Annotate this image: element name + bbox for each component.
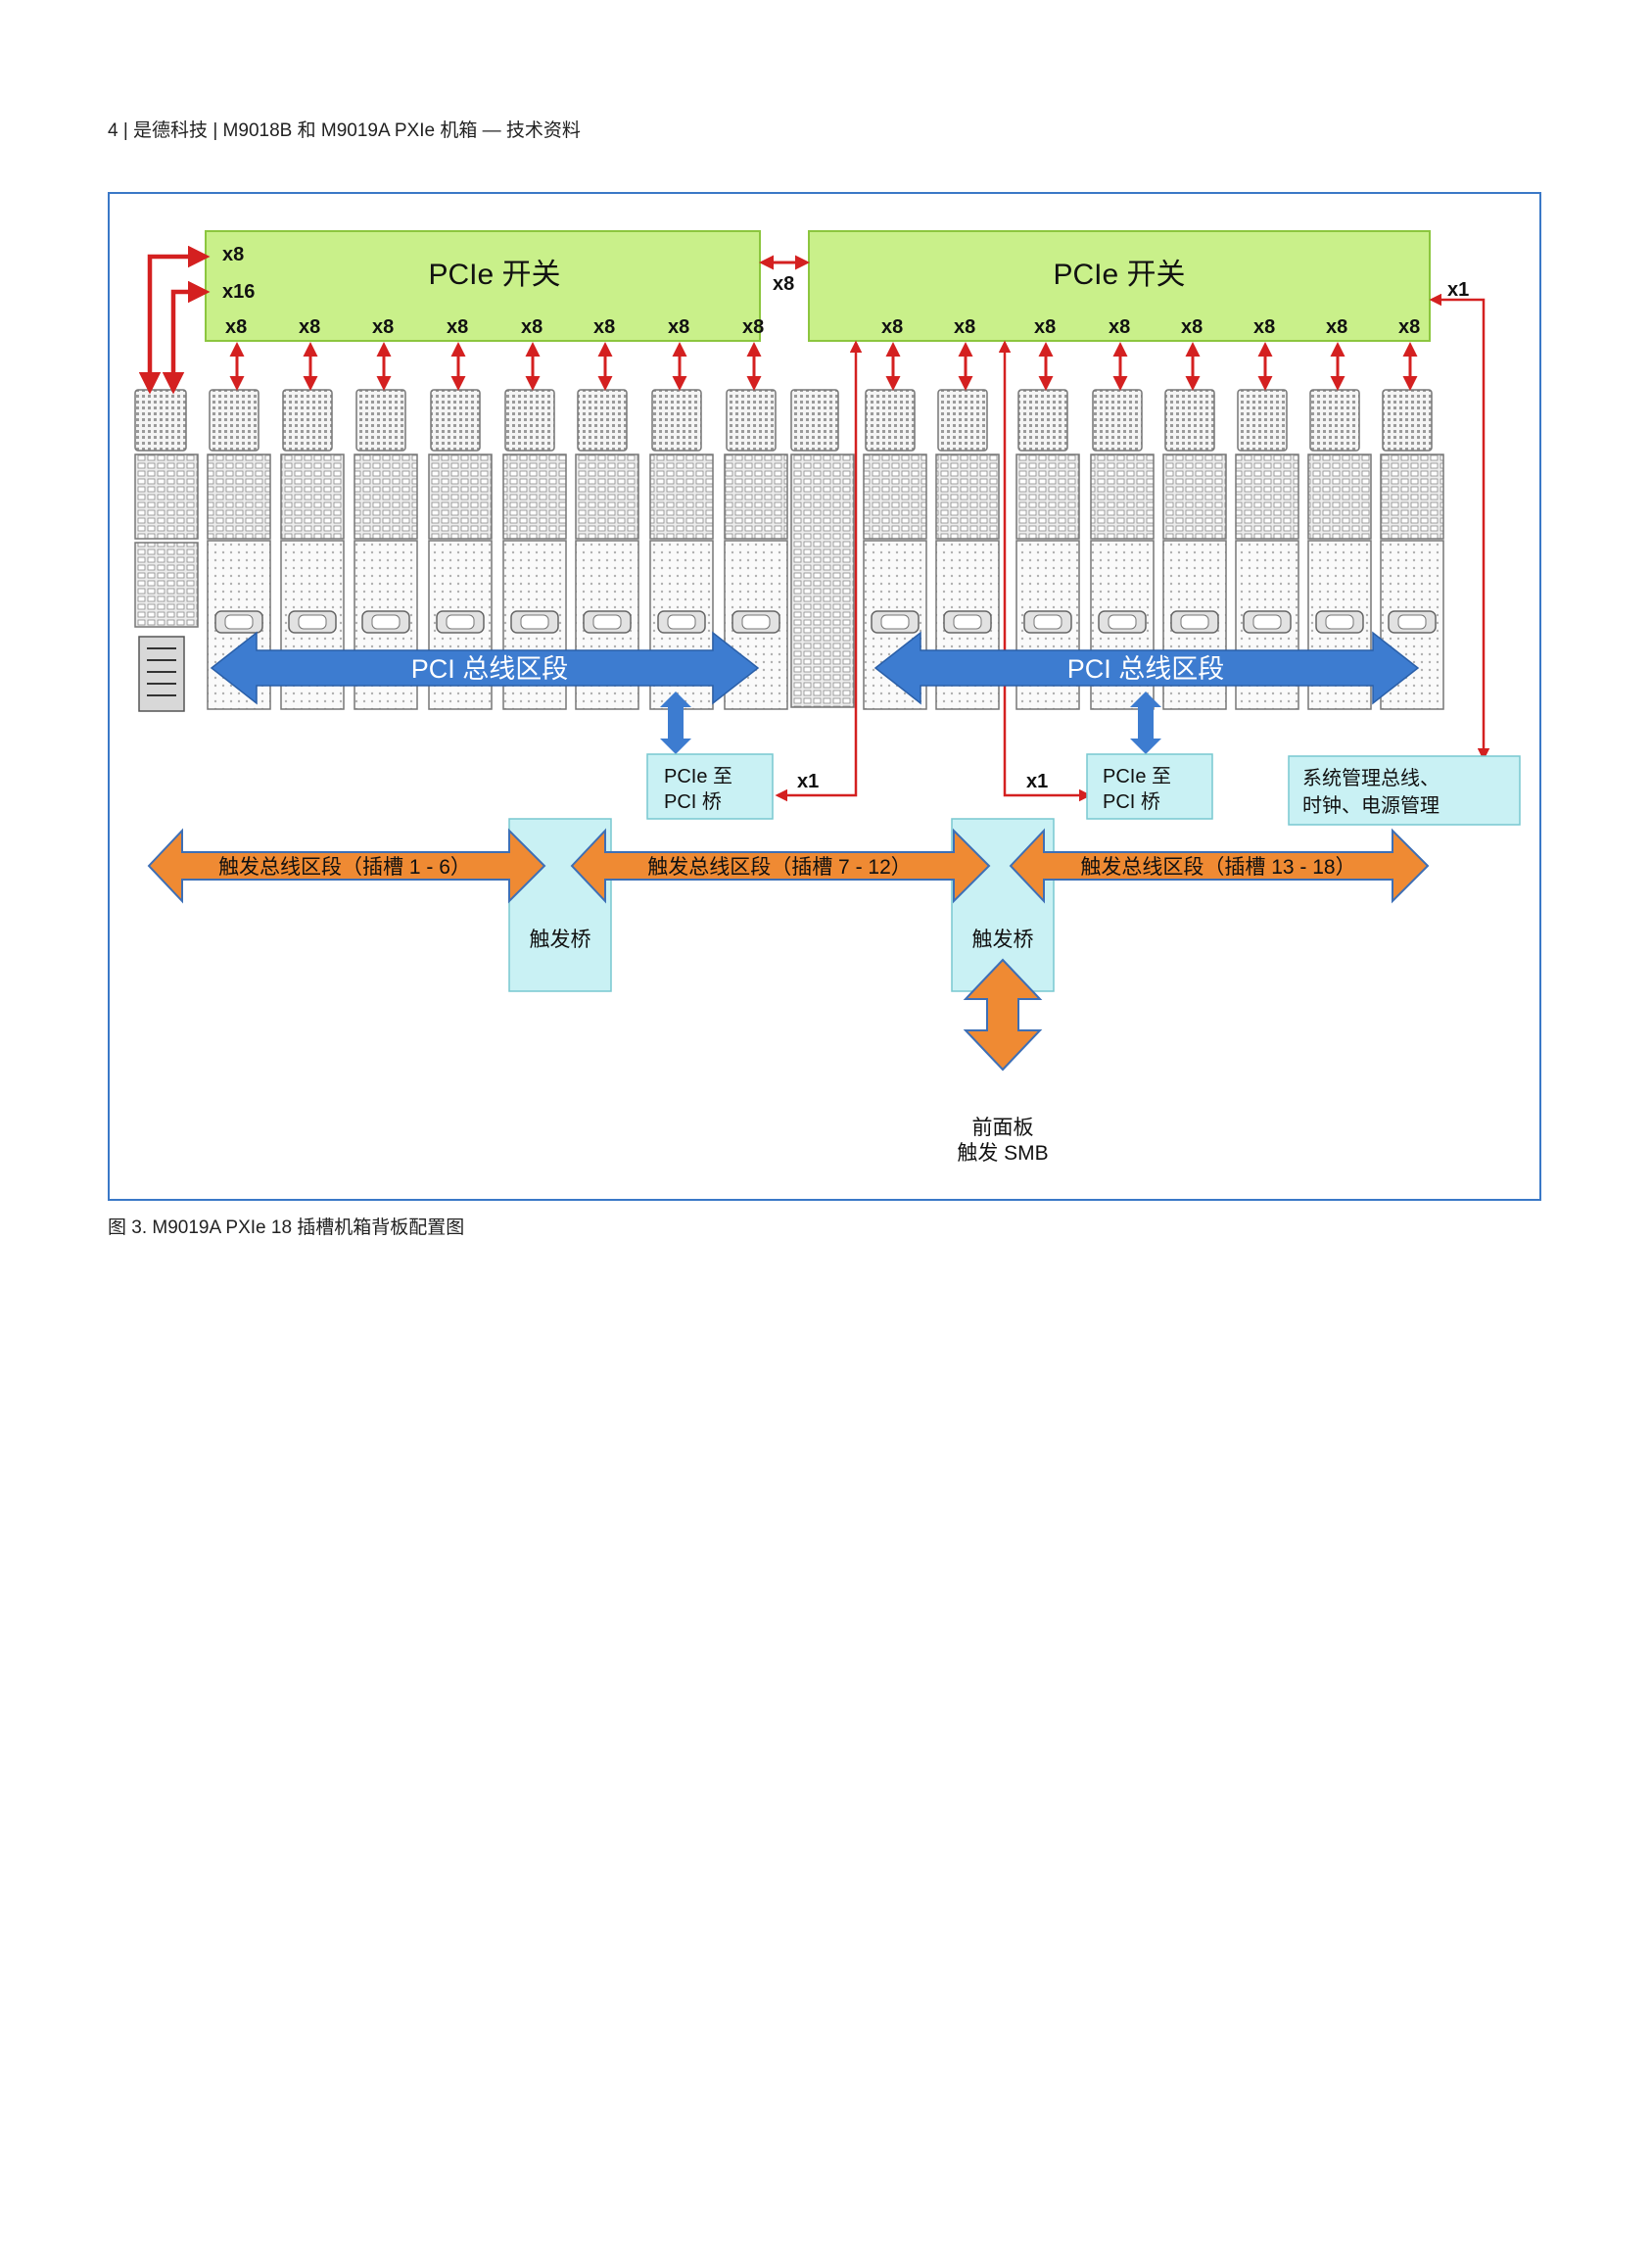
pci-bus-segment-right (873, 631, 1420, 705)
bridge-left-line2: PCI 桥 (664, 790, 722, 813)
pcie-switch-left (205, 230, 761, 342)
pci-bus-right-label: PCI 总线区段 (1067, 654, 1225, 684)
bridge-right-line1: PCIe 至 (1103, 766, 1171, 787)
port-x8-label: x8 (1398, 316, 1420, 338)
switch-link-x8-label: x8 (773, 273, 794, 295)
port-x8-label: x8 (593, 316, 615, 338)
port-x8-label: x8 (521, 316, 543, 338)
trigger-segment-1 (147, 828, 546, 904)
front-panel-line1: 前面板 (972, 1117, 1034, 1139)
pcie-switch-left-label: PCIe 开关 (428, 259, 560, 291)
pci-bus-left-label: PCI 总线区段 (411, 654, 569, 684)
pcie-to-pci-bridge-left (646, 753, 774, 820)
sysmgmt-x1-label: x1 (1447, 279, 1469, 301)
right-bridge-x1-link (998, 340, 1092, 802)
pci-bus-to-bridge-right (1130, 692, 1161, 754)
uplink-x16-label: x16 (222, 281, 255, 303)
port-x8-label: x8 (447, 316, 468, 338)
sysmgmt-box (1288, 755, 1521, 826)
system-slot-connectors (134, 389, 199, 712)
left-bridge-x1-link (775, 340, 863, 802)
port-x8-label: x8 (1034, 316, 1056, 338)
uplink-x8-label: x8 (222, 244, 244, 265)
sysmgmt-line1: 系统管理总线、 (1302, 767, 1440, 789)
pcie-to-pci-bridge-right (1086, 753, 1213, 820)
sysmgmt-line2: 时钟、电源管理 (1302, 794, 1440, 817)
port-x8-label: x8 (742, 316, 764, 338)
port-x8-label: x8 (668, 316, 689, 338)
pci-bus-to-bridge-left (660, 692, 691, 754)
port-x8-label: x8 (1253, 316, 1275, 338)
trigger-segment-2-label: 触发总线区段（插槽 7 - 12） (647, 856, 912, 879)
pcie-link-arrows (229, 342, 1418, 391)
port-x8-label: x8 (954, 316, 975, 338)
timing-slot-connector (790, 389, 855, 708)
page-header: 4 | 是德科技 | M9018B 和 M9019A PXIe 机箱 — 技术资… (108, 120, 581, 141)
left-bridge-x1-label: x1 (797, 771, 819, 792)
bridge-right-line2: PCI 桥 (1103, 790, 1160, 813)
system-slot-uplinks (138, 245, 211, 395)
front-panel-line2: 触发 SMB (957, 1142, 1048, 1165)
port-x8-label: x8 (299, 316, 320, 338)
pcie-switch-right (808, 230, 1431, 342)
trigger-bridge-right-label: 触发桥 (972, 929, 1034, 951)
port-x8-label: x8 (225, 316, 247, 338)
trigger-segment-3 (1009, 828, 1430, 904)
diagram-frame (108, 192, 1541, 1201)
trigger-segment-3-label: 触发总线区段（插槽 13 - 18） (1080, 856, 1355, 879)
right-bridge-x1-label: x1 (1026, 771, 1048, 792)
port-x8-label: x8 (881, 316, 903, 338)
port-x8-label: x8 (1326, 316, 1347, 338)
pcie-switch-right-label: PCIe 开关 (1053, 259, 1185, 291)
sysmgmt-x1-link (1429, 293, 1490, 761)
bridge-left-line1: PCIe 至 (664, 766, 732, 787)
trigger-segment-2 (570, 828, 991, 904)
switch-port-labels: x8 x8 x8 x8 x8 x8 x8 x8 x8 x8 x8 x8 x8 x8 x8 x8 (225, 316, 1420, 338)
pci-bus-segment-left (210, 631, 760, 705)
port-x8-label: x8 (372, 316, 394, 338)
trigger-segment-1-label: 触发总线区段（插槽 1 - 6） (218, 856, 471, 879)
trigger-bridge-left-label: 触发桥 (530, 929, 591, 951)
port-x8-label: x8 (1109, 316, 1130, 338)
port-x8-label: x8 (1181, 316, 1203, 338)
front-panel-trigger-arrow (963, 958, 1043, 1072)
figure-caption: 图 3. M9019A PXIe 18 插槽机箱背板配置图 (108, 1217, 465, 1238)
